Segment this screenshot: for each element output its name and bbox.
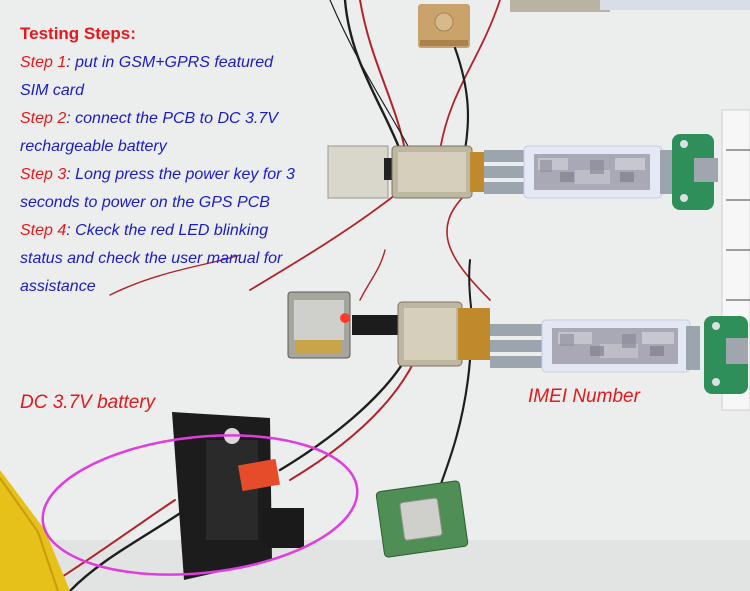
top-gps-antenna [418, 4, 470, 48]
battery-holder [172, 412, 304, 580]
step-2-line-2: rechargeable battery [20, 138, 167, 155]
paper-shadow [0, 540, 750, 591]
step-3-text: : Long press the power key for 3 [66, 166, 295, 183]
upper-pcb-assembly [327, 134, 718, 210]
step-1-line-2: SIM card [20, 82, 85, 99]
battery-highlight-ellipse [41, 434, 359, 576]
step-4-line-2: status and check the user manual for [20, 250, 283, 267]
yellow-battery [0, 470, 70, 591]
step-4-line-3: assistance [20, 278, 96, 295]
testing-steps-title: Testing Steps: [20, 24, 136, 43]
step-4-line-1: Step 4: Ckeck the red LED blinking [20, 222, 268, 240]
step-3-label: Step 3 [20, 166, 67, 183]
imei-blur-pattern [540, 160, 664, 356]
step-4-text: : Ckeck the red LED blinking [66, 222, 269, 239]
sim-card-holder [287, 291, 351, 359]
red-led [340, 313, 350, 323]
step-4-label: Step 4 [20, 222, 67, 239]
imei-caption: IMEI Number [528, 386, 640, 407]
step-1-text: : put in GSM+GPRS featured [66, 54, 274, 71]
top-partial-board [510, 0, 750, 12]
step-2-label: Step 2 [20, 110, 67, 127]
step-2-line-1: Step 2: connect the PCB to DC 3.7V [20, 110, 278, 128]
bottom-gps-antenna [375, 480, 469, 558]
step-3-line-2: seconds to power on the GPS PCB [20, 194, 270, 211]
step-2-text: : connect the PCB to DC 3.7V [66, 110, 278, 127]
step-1-label: Step 1 [20, 54, 67, 71]
step-1-line-1: Step 1: put in GSM+GPRS featured [20, 54, 273, 72]
battery-caption: DC 3.7V battery [20, 392, 156, 413]
step-3-line-1: Step 3: Long press the power key for 3 [20, 166, 295, 184]
